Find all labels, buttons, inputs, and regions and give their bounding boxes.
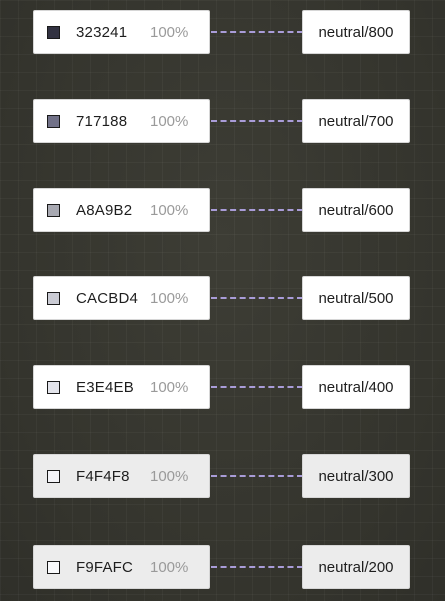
color-row: F9FAFC 100% neutral/200	[0, 545, 445, 589]
color-swatch-card[interactable]: E3E4EB 100%	[33, 365, 210, 409]
token-card[interactable]: neutral/700	[302, 99, 410, 143]
token-card[interactable]: neutral/300	[302, 454, 410, 498]
dashed-connector	[211, 475, 303, 477]
color-row: A8A9B2 100% neutral/600	[0, 188, 445, 232]
opacity-value: 100%	[150, 467, 189, 485]
color-swatch-card[interactable]: CACBD4 100%	[33, 276, 210, 320]
hex-value: A8A9B2	[76, 201, 133, 219]
dashed-connector	[211, 31, 303, 33]
token-name: neutral/800	[318, 23, 394, 41]
hex-value: E3E4EB	[76, 378, 134, 396]
color-swatch-card[interactable]: A8A9B2 100%	[33, 188, 210, 232]
token-card[interactable]: neutral/400	[302, 365, 410, 409]
token-name: neutral/300	[318, 467, 394, 485]
hex-value: 323241	[76, 23, 128, 41]
hex-value: CACBD4	[76, 289, 139, 307]
opacity-value: 100%	[150, 378, 189, 396]
hex-value: F9FAFC	[76, 558, 134, 576]
token-card[interactable]: neutral/600	[302, 188, 410, 232]
color-row: 717188 100% neutral/700	[0, 99, 445, 143]
color-row: F4F4F8 100% neutral/300	[0, 454, 445, 498]
dashed-connector	[211, 386, 303, 388]
color-chip	[47, 25, 60, 39]
token-name: neutral/400	[318, 378, 394, 396]
color-row: E3E4EB 100% neutral/400	[0, 365, 445, 409]
color-swatch-card[interactable]: 323241 100%	[33, 10, 210, 54]
color-swatch-card[interactable]: F9FAFC 100%	[33, 545, 210, 589]
token-name: neutral/200	[318, 558, 394, 576]
token-name: neutral/600	[318, 201, 394, 219]
dashed-connector	[211, 566, 303, 568]
token-card[interactable]: neutral/200	[302, 545, 410, 589]
color-chip	[47, 203, 60, 217]
opacity-value: 100%	[150, 201, 189, 219]
token-card[interactable]: neutral/800	[302, 10, 410, 54]
color-chip	[47, 114, 60, 128]
dashed-connector	[211, 297, 303, 299]
token-card[interactable]: neutral/500	[302, 276, 410, 320]
color-swatch-card[interactable]: F4F4F8 100%	[33, 454, 210, 498]
hex-value: F4F4F8	[76, 467, 130, 485]
opacity-value: 100%	[150, 23, 189, 41]
dashed-connector	[211, 209, 303, 211]
opacity-value: 100%	[150, 558, 189, 576]
hex-value: 717188	[76, 112, 128, 130]
color-chip	[47, 560, 60, 574]
color-chip	[47, 291, 60, 305]
color-chip	[47, 380, 60, 394]
token-name: neutral/500	[318, 289, 394, 307]
color-swatch-card[interactable]: 717188 100%	[33, 99, 210, 143]
opacity-value: 100%	[150, 112, 189, 130]
color-row: 323241 100% neutral/800	[0, 10, 445, 54]
token-name: neutral/700	[318, 112, 394, 130]
opacity-value: 100%	[150, 289, 189, 307]
color-chip	[47, 469, 60, 483]
color-row: CACBD4 100% neutral/500	[0, 276, 445, 320]
dashed-connector	[211, 120, 303, 122]
